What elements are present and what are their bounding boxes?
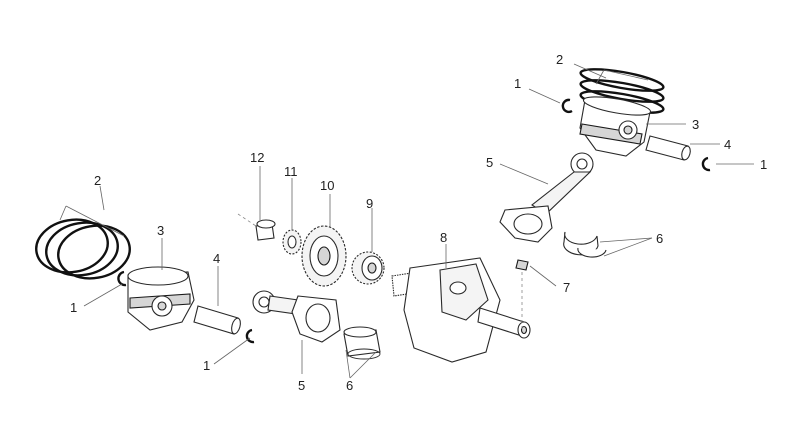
callout-3-left: 3	[157, 223, 164, 238]
callout-6-right: 6	[656, 231, 663, 246]
callout-2-left: 2	[94, 173, 101, 188]
callout-10: 10	[320, 178, 334, 193]
callout-11: 11	[284, 164, 298, 179]
circlip-left-top	[117, 270, 127, 287]
circlip-top-right	[701, 156, 711, 172]
connecting-rod-bottom	[252, 290, 341, 343]
callout-5-bottom: 5	[298, 378, 305, 393]
callout-1-right: 1	[760, 157, 767, 172]
bearing-shells-top	[563, 231, 607, 258]
leader-lines	[59, 63, 754, 379]
piston-top	[579, 96, 652, 157]
piston-pin-left	[193, 305, 241, 335]
callout-8: 8	[440, 230, 447, 245]
callout-1-bottom: 1	[203, 358, 210, 373]
crankshaft	[391, 257, 531, 363]
callout-12: 12	[250, 150, 264, 165]
circlip-top-left	[561, 98, 573, 114]
circlip-left-bottom	[245, 328, 255, 344]
callout-1-left: 1	[70, 300, 77, 315]
callout-5-top: 5	[486, 155, 493, 170]
piston-rings-left	[35, 218, 131, 280]
bearing-shells-bottom	[343, 326, 381, 360]
bolt	[255, 219, 276, 241]
small-gear	[282, 229, 302, 255]
callouts: 2 1 3 4 1 5 6 7 8 9 10 11 12 2 3 4 1 1 5…	[70, 52, 767, 393]
callout-6-bottom: 6	[346, 378, 353, 393]
connecting-rod-top	[499, 152, 594, 243]
callout-2-top: 2	[556, 52, 563, 67]
callout-3-top: 3	[692, 117, 699, 132]
callout-4-left: 4	[213, 251, 220, 266]
large-gear	[301, 225, 347, 287]
piston-pin-top	[645, 135, 691, 161]
callout-4-top: 4	[724, 137, 731, 152]
callout-9: 9	[366, 196, 373, 211]
callout-7: 7	[563, 280, 570, 295]
piston-left	[127, 266, 195, 331]
callout-1-top: 1	[514, 76, 521, 91]
drive-gear	[351, 251, 385, 285]
woodruff-key	[515, 259, 529, 271]
